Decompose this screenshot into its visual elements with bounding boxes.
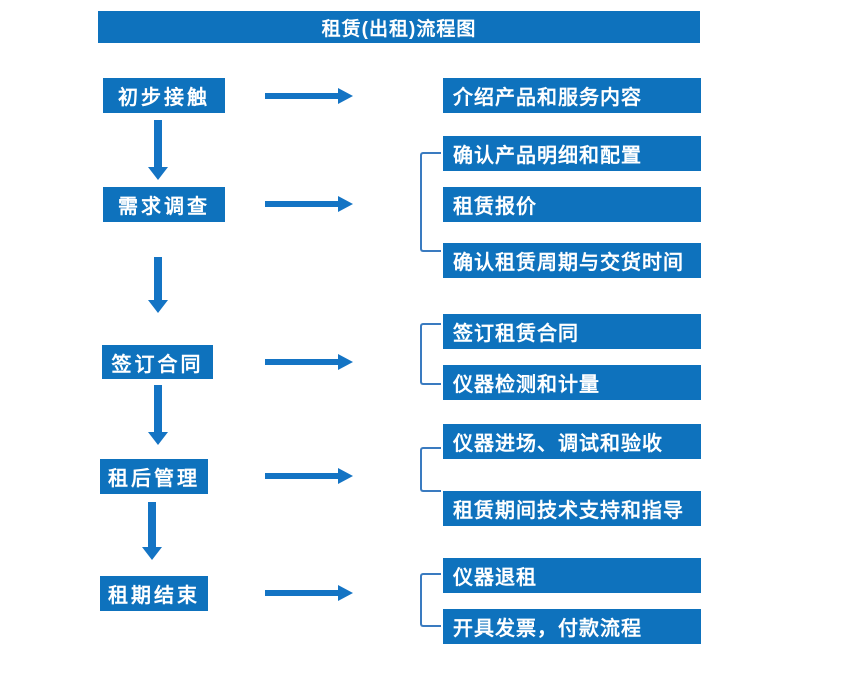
bracket-group-lease-end xyxy=(420,573,441,627)
arrow-shaft xyxy=(265,359,338,365)
step-demand-survey: 需求调查 xyxy=(103,187,225,222)
right-arrow-icon xyxy=(265,194,353,214)
arrow-head xyxy=(338,468,353,484)
step-initial-contact: 初步接触 xyxy=(103,78,225,113)
detail-box: 仪器检测和计量 xyxy=(443,365,701,400)
detail-box: 仪器进场、调试和验收 xyxy=(443,424,701,459)
arrow-head xyxy=(338,88,353,104)
arrow-shaft xyxy=(265,473,338,479)
right-arrow-icon xyxy=(265,352,353,372)
detail-box: 租赁报价 xyxy=(443,187,701,222)
step-lease-end: 租期结束 xyxy=(100,576,208,611)
page-title: 租赁(出租)流程图 xyxy=(98,11,700,43)
arrow-shaft xyxy=(154,120,162,167)
down-arrow-icon xyxy=(147,385,169,445)
arrow-head xyxy=(148,167,168,180)
arrow-head xyxy=(338,585,353,601)
detail-box: 仪器退租 xyxy=(443,558,701,593)
detail-box: 开具发票，付款流程 xyxy=(443,609,701,644)
bracket-group-sign-contract xyxy=(420,323,441,385)
arrow-shaft xyxy=(154,257,162,300)
detail-box: 确认租赁周期与交货时间 xyxy=(443,243,701,278)
arrow-head xyxy=(148,432,168,445)
arrow-head xyxy=(338,354,353,370)
detail-box: 签订租赁合同 xyxy=(443,314,701,349)
down-arrow-icon xyxy=(147,120,169,180)
arrow-head xyxy=(148,300,168,313)
arrow-shaft xyxy=(154,385,162,432)
detail-box: 确认产品明细和配置 xyxy=(443,136,701,171)
down-arrow-icon xyxy=(147,257,169,313)
arrow-shaft xyxy=(265,201,338,207)
right-arrow-icon xyxy=(265,583,353,603)
arrow-shaft xyxy=(265,590,338,596)
step-post-rental-management: 租后管理 xyxy=(100,459,208,494)
down-arrow-icon xyxy=(141,502,163,560)
arrow-head xyxy=(338,196,353,212)
right-arrow-icon xyxy=(265,86,353,106)
arrow-head xyxy=(142,547,162,560)
right-arrow-icon xyxy=(265,466,353,486)
arrow-shaft xyxy=(148,502,156,547)
detail-box: 租赁期间技术支持和指导 xyxy=(443,491,701,526)
arrow-shaft xyxy=(265,93,338,99)
bracket-group-post-rental xyxy=(420,447,441,492)
step-sign-contract: 签订合同 xyxy=(102,345,213,379)
detail-box: 介绍产品和服务内容 xyxy=(443,78,701,113)
bracket-group-demand-survey xyxy=(420,152,441,252)
